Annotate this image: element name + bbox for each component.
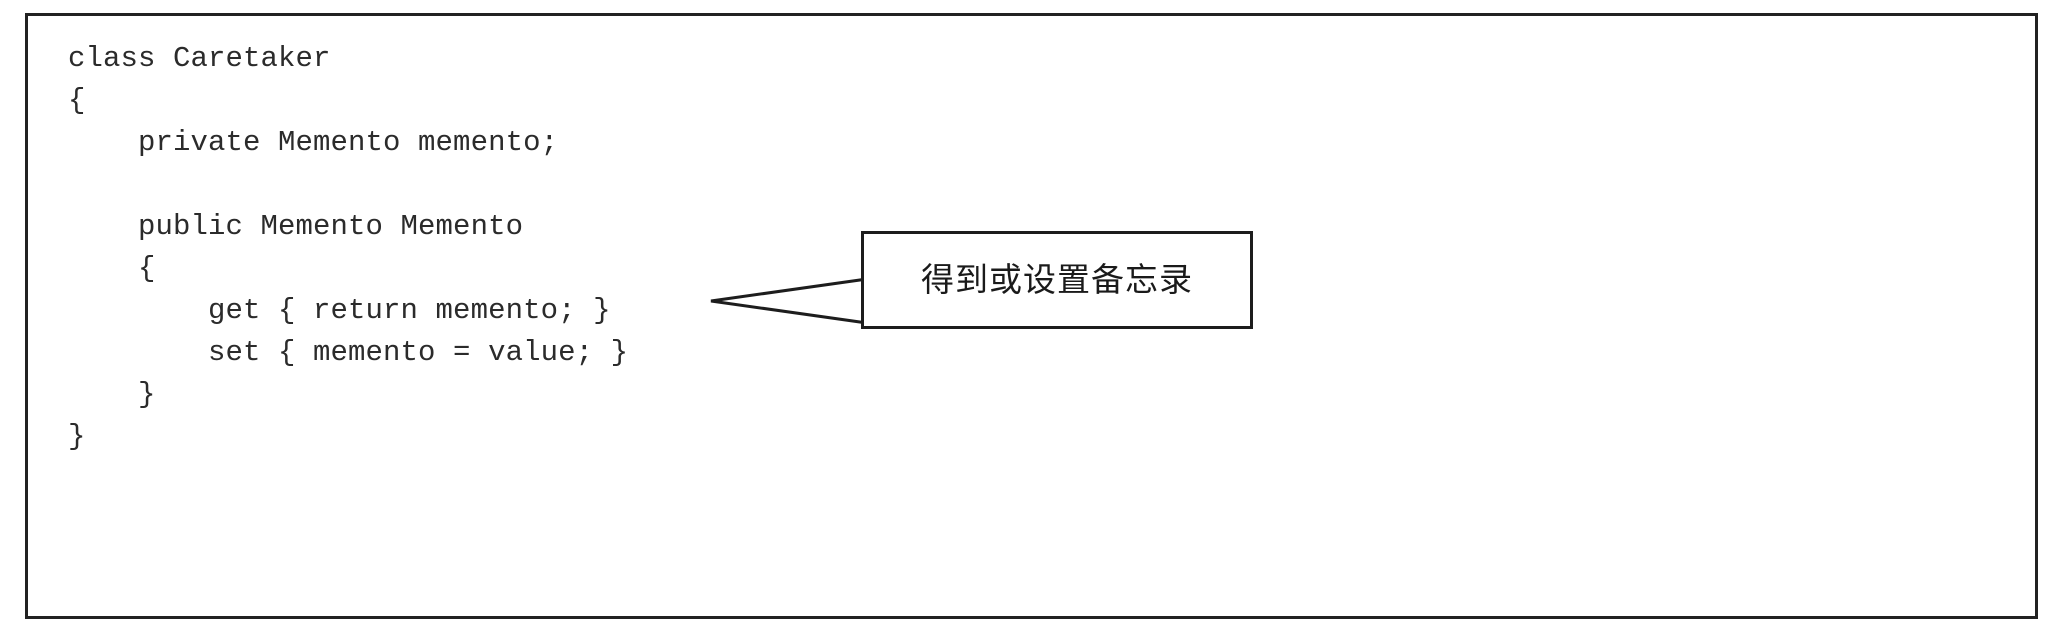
annotation-callout: 得到或设置备忘录 xyxy=(710,231,1253,329)
code-line: } xyxy=(68,420,86,453)
callout-pointer-icon xyxy=(710,277,873,325)
code-line: private Memento memento; xyxy=(68,126,559,159)
code-line: set { memento = value; } xyxy=(68,336,629,369)
code-line: } xyxy=(68,378,156,411)
code-line: { xyxy=(68,84,86,117)
callout-text: 得到或设置备忘录 xyxy=(921,260,1193,299)
callout-box: 得到或设置备忘录 xyxy=(861,231,1253,329)
code-line: public Memento Memento xyxy=(68,210,524,243)
code-block: class Caretaker { private Memento memento… xyxy=(68,38,628,458)
code-line xyxy=(68,164,628,206)
code-frame: class Caretaker { private Memento memento… xyxy=(25,13,2038,619)
code-line: { xyxy=(68,252,156,285)
code-line: class Caretaker xyxy=(68,42,331,75)
code-line: get { return memento; } xyxy=(68,294,611,327)
